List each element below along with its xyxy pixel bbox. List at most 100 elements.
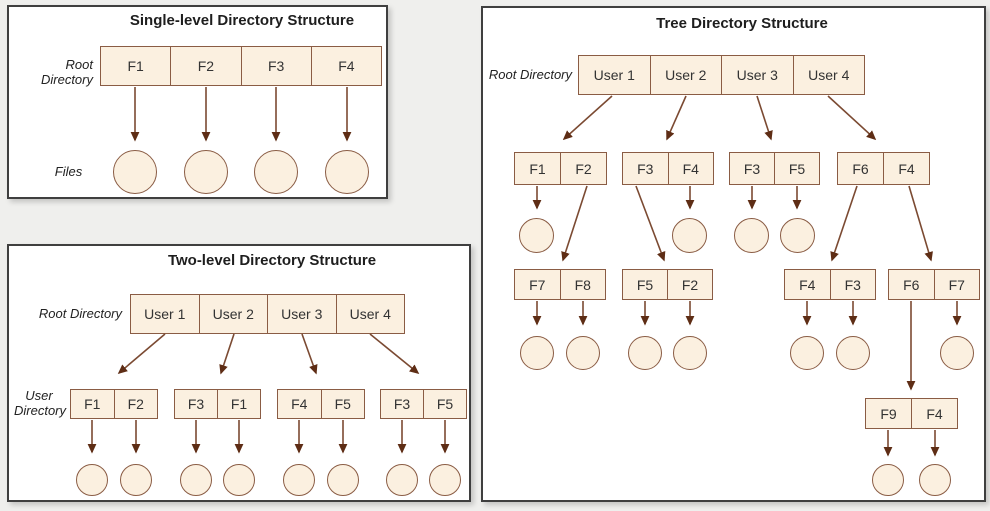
dir-cell: F4 <box>799 276 816 293</box>
user-dir-pair: F3 F1 <box>174 389 261 419</box>
arrow <box>827 95 877 141</box>
dir-cell: F2 <box>170 47 240 85</box>
tree-l4-pair: F9 F4 <box>865 398 958 429</box>
tree-l2-pair: F3 F4 <box>622 152 714 185</box>
two-level-title: Two-level Directory Structure <box>167 252 377 269</box>
file-circle <box>254 150 298 194</box>
dir-cell: User 2 <box>198 295 268 333</box>
file-circle <box>327 464 359 496</box>
dir-cell: F1 <box>84 396 101 412</box>
file-circle <box>734 218 769 253</box>
tree-l3-pair: F6 F7 <box>888 269 980 300</box>
dir-cell: F5 <box>320 390 365 418</box>
dir-cell: F3 <box>393 396 411 412</box>
dir-cell: F1 <box>529 160 546 177</box>
user-directory-label: User Directory <box>14 388 67 418</box>
dir-cell: F8 <box>559 270 606 299</box>
arrow <box>369 333 420 375</box>
two-level-root-row: User 1 User 2 User 3 User 4 <box>130 294 405 334</box>
dir-cell: F5 <box>636 276 654 293</box>
user-dir-pair: F4 F5 <box>277 389 365 419</box>
dir-cell: F9 <box>880 405 897 422</box>
file-circle <box>325 150 369 194</box>
tree-l2-pair: F6 F4 <box>837 152 930 185</box>
dir-cell: F6 <box>852 160 869 177</box>
file-circle <box>386 464 418 496</box>
dir-cell: User 1 <box>593 67 635 83</box>
dir-cell: User 4 <box>335 295 405 333</box>
tree-root-row: User 1 User 2 User 3 User 4 <box>578 55 865 95</box>
dir-cell: F3 <box>829 270 876 299</box>
dir-cell: F2 <box>667 270 712 299</box>
dir-cell: F3 <box>187 396 205 412</box>
tree-l2-pair: F3 F5 <box>729 152 820 185</box>
tree-l3-pair: F5 F2 <box>622 269 713 300</box>
single-level-title: Single-level Directory Structure <box>129 12 355 29</box>
file-circle <box>790 336 824 370</box>
dir-cell: F2 <box>560 153 606 184</box>
dir-cell: F3 <box>240 47 311 85</box>
tree-title: Tree Directory Structure <box>656 15 828 32</box>
file-circle <box>223 464 255 496</box>
file-circle <box>628 336 662 370</box>
dir-cell: F5 <box>423 390 466 418</box>
single-root-row: F1 F2 F3 F4 <box>100 46 382 86</box>
file-circle <box>184 150 228 194</box>
dir-cell: F4 <box>291 396 308 412</box>
dir-cell: F3 <box>637 160 654 177</box>
dir-cell: F7 <box>933 270 980 299</box>
user-dir-pair: F3 F5 <box>380 389 467 419</box>
file-circle <box>76 464 108 496</box>
dir-cell: F2 <box>113 390 158 418</box>
file-circle <box>429 464 461 496</box>
file-circle <box>919 464 951 496</box>
file-circle <box>520 336 554 370</box>
file-circle <box>872 464 904 496</box>
two-level-panel: Two-level Directory Structure Root Direc… <box>7 244 471 502</box>
file-circle <box>836 336 870 370</box>
dir-cell: User 4 <box>792 56 865 94</box>
file-circle <box>940 336 974 370</box>
files-label: Files <box>54 164 83 179</box>
file-circle <box>113 150 157 194</box>
dir-cell: User 1 <box>144 306 186 322</box>
user-directory-label-line1: User <box>25 388 53 403</box>
dir-cell: User 2 <box>649 56 722 94</box>
arrow <box>562 95 613 141</box>
tree-l3-pair: F4 F3 <box>784 269 876 300</box>
arrow <box>561 185 588 262</box>
dir-cell: User 3 <box>721 56 793 94</box>
user-dir-pair: F1 F2 <box>70 389 158 419</box>
file-circle <box>673 336 707 370</box>
dir-cell: F6 <box>903 276 920 293</box>
file-circle <box>120 464 152 496</box>
root-directory-label: Root Directory <box>40 57 93 87</box>
user-directory-label-line2: Directory <box>14 403 67 418</box>
arrow <box>830 185 858 262</box>
root-directory-label: Root Directory <box>488 67 572 82</box>
dir-cell: F3 <box>743 160 761 177</box>
arrow <box>756 95 773 141</box>
dir-cell: F4 <box>883 153 929 184</box>
tree-panel: Tree Directory Structure Root Directory … <box>481 6 986 502</box>
tree-l3-pair: F7 F8 <box>514 269 606 300</box>
arrow <box>635 185 666 262</box>
arrow <box>219 333 235 375</box>
file-circle <box>672 218 707 253</box>
dir-cell: F1 <box>127 58 144 74</box>
dir-cell: F4 <box>310 47 381 85</box>
file-circle <box>566 336 600 370</box>
arrow <box>301 333 318 375</box>
tree-l2-pair: F1 F2 <box>514 152 607 185</box>
root-directory-label: Root Directory <box>38 306 122 321</box>
dir-cell: F5 <box>774 153 819 184</box>
single-level-panel: Single-level Directory Structure Root Di… <box>7 5 388 199</box>
file-circle <box>519 218 554 253</box>
arrow <box>666 95 687 141</box>
file-circle <box>780 218 815 253</box>
dir-cell: F4 <box>911 399 957 428</box>
arrow <box>117 333 166 375</box>
arrows-layer <box>87 333 450 454</box>
file-circle <box>180 464 212 496</box>
